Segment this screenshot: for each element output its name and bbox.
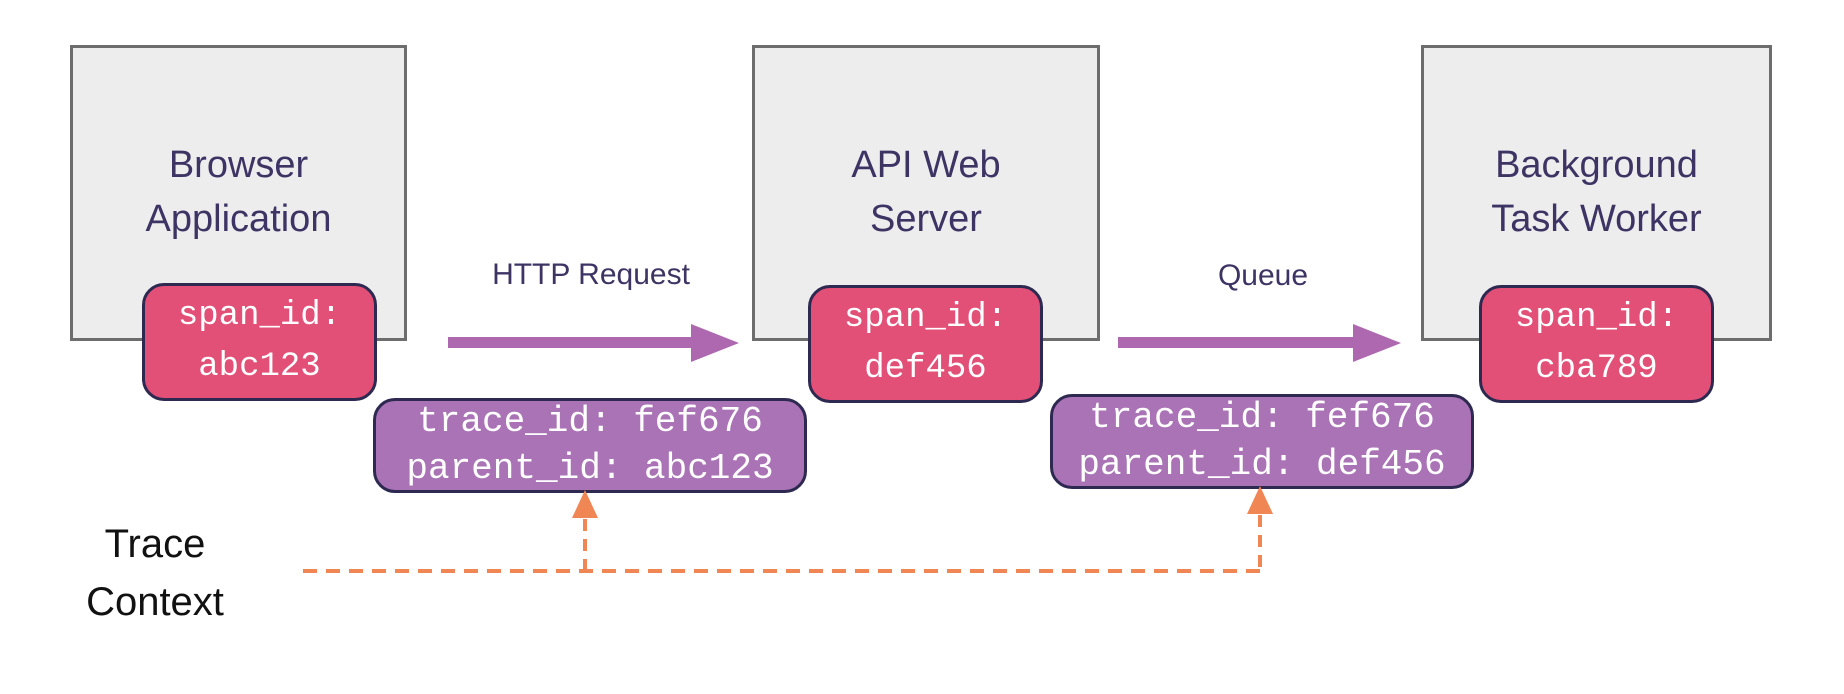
trace-context-badge-2: trace_id: fef676 parent_id: def456 [1050, 394, 1474, 489]
span-badge-api-text: span_id: def456 [843, 299, 1008, 388]
http-request-arrow-line [448, 337, 691, 348]
span-badge-browser-text: span_id: abc123 [177, 297, 342, 386]
trace-context-label: Trace Context [86, 522, 224, 624]
trace-context-badge-1: trace_id: fef676 parent_id: abc123 [373, 398, 807, 493]
link-label-queue: Queue [1217, 259, 1309, 292]
trace-context-riser-2 [1258, 515, 1262, 571]
service-title-background-task-worker: Background Task Worker [1491, 144, 1702, 240]
trace-context-badge-1-text: trace_id: fef676 parent_id: abc123 [406, 401, 774, 489]
service-title-api-web-server: API Web Server [851, 144, 1001, 240]
span-badge-worker: span_id: cba789 [1479, 285, 1714, 403]
http-request-arrowhead-icon [691, 324, 739, 362]
span-badge-browser: span_id: abc123 [142, 283, 377, 401]
span-badge-api: span_id: def456 [808, 285, 1043, 403]
queue-arrow-line [1118, 337, 1353, 348]
service-title-browser-application: Browser Application [145, 144, 332, 240]
trace-context-dashed-line [303, 569, 1262, 573]
trace-context-riser-1 [583, 519, 587, 571]
trace-context-up-arrowhead-2-icon [1247, 486, 1273, 514]
queue-arrowhead-icon [1353, 324, 1401, 362]
span-badge-worker-text: span_id: cba789 [1514, 299, 1679, 388]
trace-context-badge-2-text: trace_id: fef676 parent_id: def456 [1078, 397, 1446, 485]
trace-context-up-arrowhead-1-icon [572, 490, 598, 518]
link-label-http-request: HTTP Request [492, 258, 690, 291]
